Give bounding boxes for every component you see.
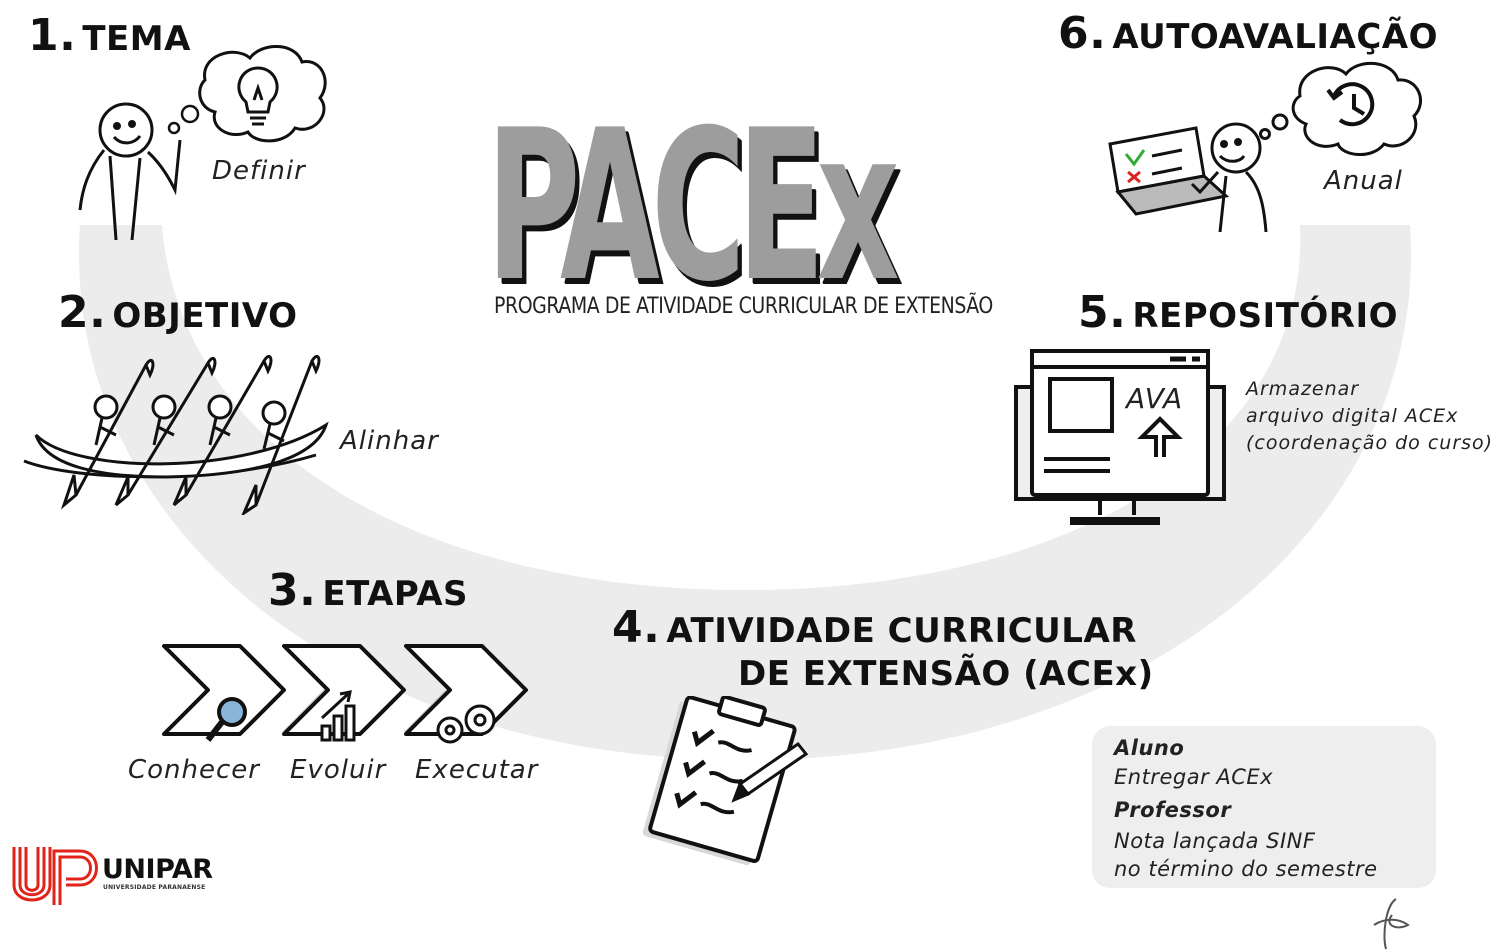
aluno-label: Aluno: [1114, 736, 1185, 760]
signature-icon: [1373, 898, 1410, 950]
thought-cloud-icon: [198, 45, 327, 143]
step-4-title-line-1: 4.ATIVIDADE CURRICULAR: [612, 602, 1137, 653]
laptop-icon: [1108, 126, 1230, 216]
professor-text-1: Nota lançada SINF: [1114, 829, 1316, 853]
step-3-label: ETAPAS: [322, 574, 469, 614]
repository-note-line-1: Armazenar: [1246, 378, 1360, 400]
repository-note-line-3: (coordenação do curso): [1246, 432, 1494, 454]
pencil-icon: [731, 741, 809, 803]
thought-cloud-icon: [1259, 61, 1423, 156]
step-1-caption: Definir: [212, 156, 306, 186]
repository-note-line-2: arquivo digital ACEx: [1246, 405, 1459, 427]
program-subtitle: PROGRAMA DE ATIVIDADE CURRICULAR DE EXTE…: [494, 294, 993, 319]
chevron-icon-2: [282, 644, 406, 736]
step-2-caption: Alinhar: [340, 426, 439, 456]
step-3-number: 3.: [268, 565, 317, 616]
person-thinking-icon: [78, 45, 327, 240]
step-5-title: 5.REPOSITÓRIO: [1078, 287, 1398, 338]
rowing-team-icon: [23, 355, 329, 515]
step-2-number: 2.: [58, 287, 107, 338]
step-1-number: 1.: [28, 10, 77, 61]
rower-1: [93, 394, 119, 446]
step-2-title: 2.OBJETIVO: [58, 287, 298, 338]
step-5-number: 5.: [1078, 287, 1127, 338]
steps-chevrons: [162, 644, 528, 744]
aluno-text: Entregar ACEx: [1114, 765, 1274, 789]
person-icon: [78, 102, 182, 240]
monitor-icon: [1014, 349, 1226, 525]
unipar-logo-icon: [12, 847, 98, 905]
unipar-logo-text: UNIPAR: [102, 854, 213, 885]
professor-text-2: no término do semestre: [1114, 857, 1378, 881]
step-6-number: 6.: [1058, 8, 1107, 59]
laptop-self-evaluation-icon: [1108, 61, 1423, 233]
clock-history-icon: [1326, 82, 1375, 127]
step-1-title: 1.TEMA: [28, 10, 191, 61]
responsibilities-card: Aluno Entregar ACEx Professor Nota lança…: [1092, 726, 1436, 888]
step-6-title: 6.AUTOAVALIAÇÃO: [1058, 8, 1438, 59]
step-3-caption-2: Evoluir: [290, 755, 387, 785]
step-4-label-line-1: ATIVIDADE CURRICULAR: [666, 611, 1137, 651]
chevron-icon-1: [162, 644, 286, 736]
program-title: PACEx: [486, 86, 900, 328]
step-6-caption: Anual: [1324, 166, 1403, 196]
step-3-title: 3.ETAPAS: [268, 565, 468, 616]
step-3-caption-1: Conhecer: [128, 755, 260, 785]
step-4-label-line-2: DE EXTENSÃO (ACEx): [738, 654, 1154, 694]
step-5-label: REPOSITÓRIO: [1132, 296, 1399, 336]
step-6-label: AUTOAVALIAÇÃO: [1112, 17, 1439, 57]
step-1-label: TEMA: [82, 19, 191, 59]
lightbulb-icon: [237, 66, 279, 126]
growth-chart-icon: [320, 690, 356, 742]
ava-label: AVA: [1126, 382, 1184, 415]
step-3-caption-3: Executar: [415, 755, 539, 785]
oars: [60, 355, 321, 515]
gears-icon: [436, 704, 496, 744]
step-4-number: 4.: [612, 602, 661, 653]
magnifier-icon: [205, 697, 247, 742]
person-icon: [1190, 122, 1268, 233]
professor-label: Professor: [1114, 798, 1232, 822]
step-2-label: OBJETIVO: [112, 296, 298, 336]
rower-3: [207, 394, 233, 446]
repository-note: Armazenar arquivo digital ACEx (coordena…: [1246, 376, 1493, 457]
unipar-logo-subtext: UNIVERSIDADE PARANAENSE: [103, 884, 206, 891]
clipboard-checklist-icon: [642, 696, 809, 866]
